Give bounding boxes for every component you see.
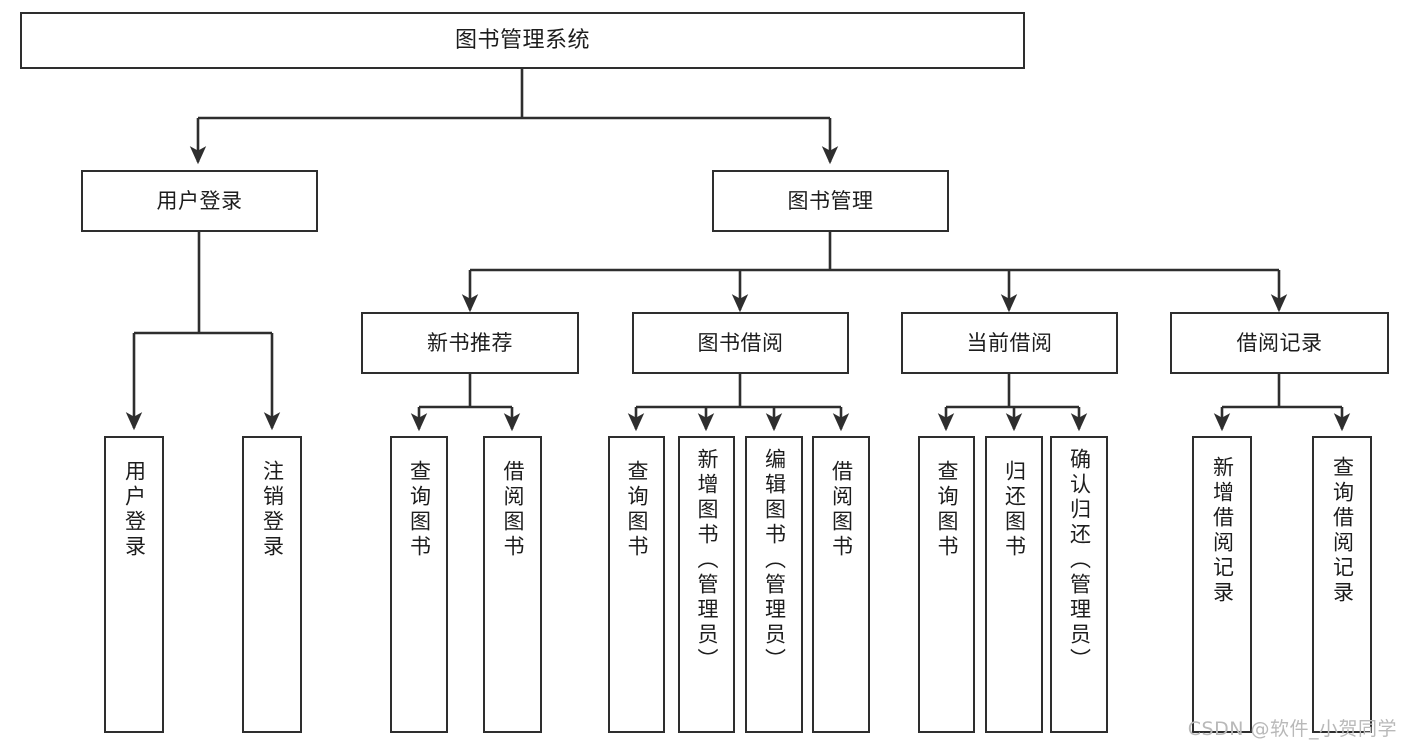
node-root-system[interactable]: 图书管理系统 xyxy=(20,12,1025,69)
leaf-borrow-book-2[interactable]: 借阅图书 xyxy=(812,436,870,733)
leaf-user-logout[interactable]: 注销登录 xyxy=(242,436,302,733)
node-label: 查询图书 xyxy=(407,460,432,560)
node-label: 用户登录 xyxy=(156,188,243,213)
leaf-user-login[interactable]: 用户登录 xyxy=(104,436,164,733)
node-label: 编辑图书（管理员） xyxy=(762,448,787,673)
node-label: 确认归还（管理员） xyxy=(1067,448,1092,673)
node-current-borrowing[interactable]: 当前借阅 xyxy=(901,312,1118,374)
node-label: 图书管理系统 xyxy=(454,27,590,53)
watermark-text: CSDN @软件_小贺同学 xyxy=(1187,718,1397,740)
node-book-management[interactable]: 图书管理 xyxy=(712,170,949,232)
leaf-query-book-2[interactable]: 查询图书 xyxy=(608,436,665,733)
node-label: 图书借阅 xyxy=(697,330,784,355)
leaf-add-borrow-record[interactable]: 新增借阅记录 xyxy=(1192,436,1252,733)
node-new-book-recommendation[interactable]: 新书推荐 xyxy=(361,312,579,374)
leaf-return-book[interactable]: 归还图书 xyxy=(985,436,1043,733)
leaf-edit-book-admin[interactable]: 编辑图书（管理员） xyxy=(745,436,803,733)
node-borrowing-records[interactable]: 借阅记录 xyxy=(1170,312,1389,374)
leaf-query-book-1[interactable]: 查询图书 xyxy=(390,436,448,733)
leaf-borrow-book-1[interactable]: 借阅图书 xyxy=(483,436,542,733)
node-label: 当前借阅 xyxy=(966,330,1053,355)
node-label: 归还图书 xyxy=(1002,460,1027,560)
node-label: 新增图书（管理员） xyxy=(695,448,719,673)
leaf-query-book-3[interactable]: 查询图书 xyxy=(918,436,975,733)
node-label: 查询图书 xyxy=(625,460,649,560)
node-label: 新书推荐 xyxy=(427,330,513,355)
node-label: 查询图书 xyxy=(935,460,959,560)
node-label: 注销登录 xyxy=(260,460,285,560)
node-label: 新增借阅记录 xyxy=(1210,456,1235,606)
node-label: 图书管理 xyxy=(787,188,874,213)
node-label: 查询借阅记录 xyxy=(1330,456,1355,606)
node-book-borrowing[interactable]: 图书借阅 xyxy=(632,312,849,374)
node-label: 借阅记录 xyxy=(1236,330,1323,355)
node-label: 用户登录 xyxy=(122,460,147,560)
leaf-query-borrow-record[interactable]: 查询借阅记录 xyxy=(1312,436,1372,733)
node-user-login[interactable]: 用户登录 xyxy=(81,170,318,232)
node-label: 借阅图书 xyxy=(829,460,854,560)
leaf-confirm-return-admin[interactable]: 确认归还（管理员） xyxy=(1050,436,1108,733)
leaf-add-book-admin[interactable]: 新增图书（管理员） xyxy=(678,436,735,733)
node-label: 借阅图书 xyxy=(501,460,525,560)
